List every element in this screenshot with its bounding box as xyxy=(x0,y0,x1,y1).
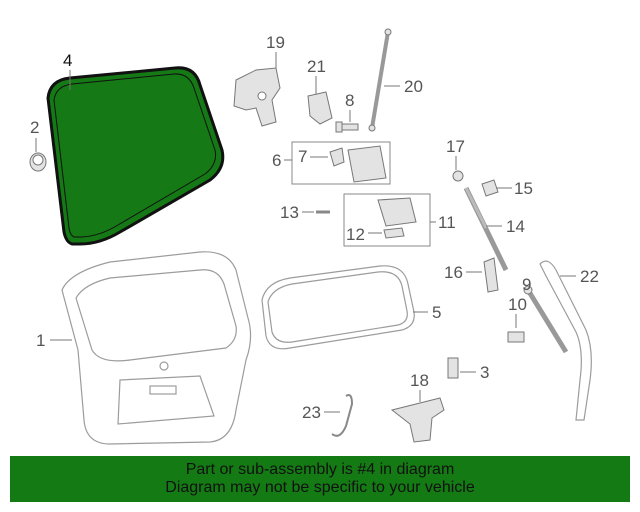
part-4-back-glass[interactable] xyxy=(46,66,225,246)
info-banner: Part or sub-assembly is #4 in diagram Di… xyxy=(10,456,630,502)
part-14-strut xyxy=(463,186,509,272)
part-19-hinge xyxy=(233,67,281,127)
part-10-joint xyxy=(507,331,525,343)
callout-20: 20 xyxy=(404,77,423,96)
callout-10: 10 xyxy=(508,295,527,314)
part-2-stopper xyxy=(29,152,47,172)
part-16-bracket xyxy=(483,257,499,293)
part-11-lock-assembly xyxy=(377,197,417,227)
part-7-clip xyxy=(329,147,345,167)
group-box-11 xyxy=(343,193,431,247)
callout-23: 23 xyxy=(302,403,321,422)
callout-8: 8 xyxy=(345,91,354,110)
callout-14: 14 xyxy=(506,217,525,236)
part-15-bracket xyxy=(481,179,499,197)
part-3-clip xyxy=(447,357,459,379)
callout-12: 12 xyxy=(346,225,365,244)
banner-line-2: Diagram may not be specific to your vehi… xyxy=(165,479,475,496)
callout-11: 11 xyxy=(438,213,456,232)
callout-1: 1 xyxy=(36,331,45,350)
part-18-striker xyxy=(390,397,445,443)
callout-13: 13 xyxy=(280,203,299,222)
callout-7: 7 xyxy=(298,147,307,166)
callout-4: 4 xyxy=(63,51,72,70)
callout-22: 22 xyxy=(580,267,599,286)
callout-21: 21 xyxy=(307,57,326,76)
callout-2: 2 xyxy=(30,118,39,137)
callout-15: 15 xyxy=(514,179,533,198)
part-1-lift-gate xyxy=(61,251,252,445)
part-5-weatherstrip xyxy=(261,265,415,350)
part-6-latch-bracket xyxy=(347,145,387,183)
callout-3: 3 xyxy=(480,363,489,382)
part-23-cable xyxy=(331,394,354,437)
parts-diagram: 4 2 1 5 19 21 8 xyxy=(29,28,599,445)
part-21-bracket xyxy=(307,91,333,125)
callout-18: 18 xyxy=(410,371,429,390)
callout-16: 16 xyxy=(444,263,463,282)
group-box-6 xyxy=(291,141,391,185)
part-9-strut xyxy=(523,285,569,354)
callout-9: 9 xyxy=(522,275,531,294)
part-12-cover xyxy=(383,227,405,239)
part-8-bolt xyxy=(335,121,359,133)
part-20-support-rod xyxy=(368,28,392,132)
callout-17: 17 xyxy=(446,137,465,156)
part-17-bolt xyxy=(452,170,464,182)
callout-19: 19 xyxy=(266,33,285,52)
part-22-garnish xyxy=(539,260,592,421)
banner-line-1: Part or sub-assembly is #4 in diagram xyxy=(185,461,455,478)
callout-6: 6 xyxy=(272,151,281,170)
callout-5: 5 xyxy=(432,303,441,322)
